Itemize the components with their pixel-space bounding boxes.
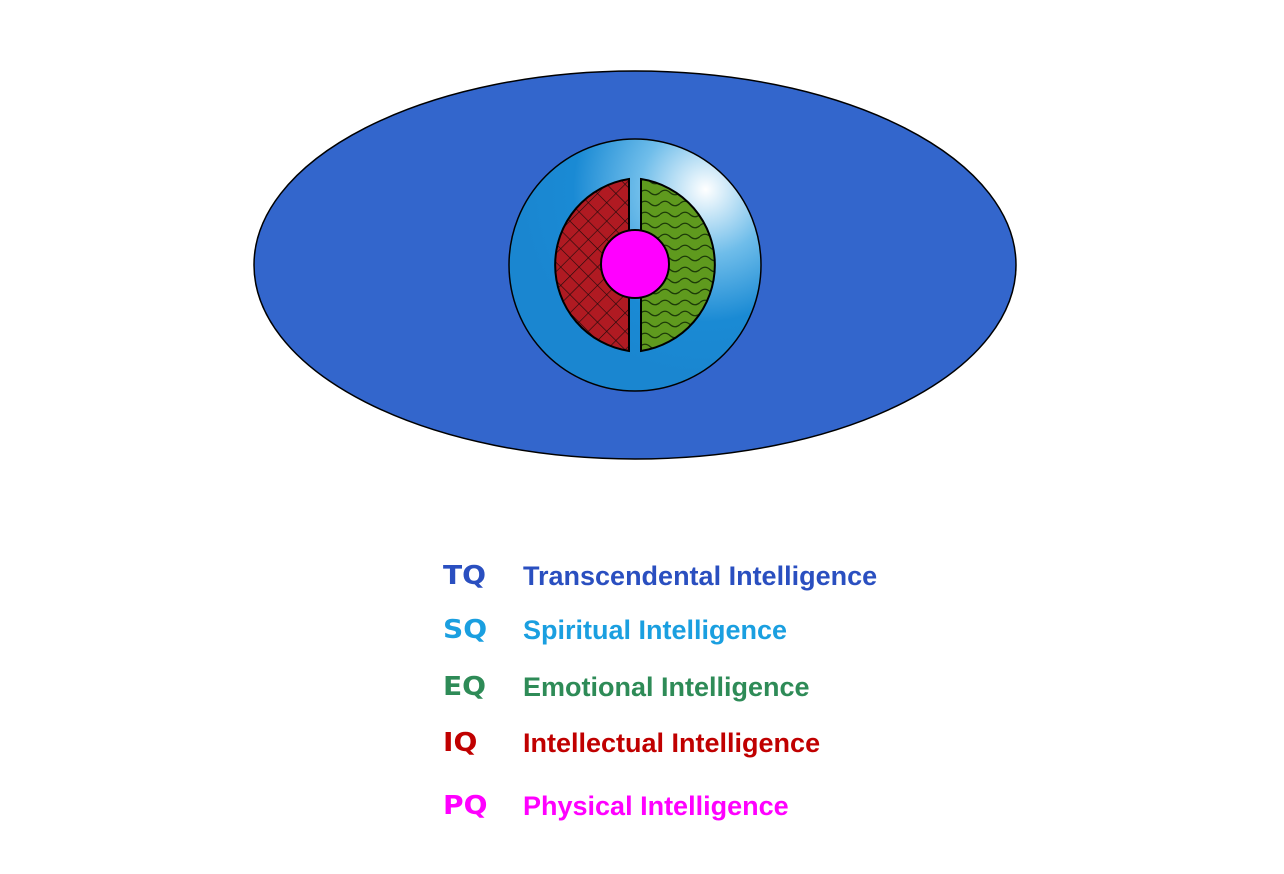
legend-abbr-sq: SQ [443,615,488,645]
legend-abbr-pq: PQ [443,791,488,821]
legend-row-tq: TQ Transcendental Intelligence [443,556,877,596]
legend-row-eq: EQ Emotional Intelligence [443,667,810,707]
eq-right-half [640,177,716,353]
legend-name-iq: Intellectual Intelligence [523,727,821,758]
legend-row-sq: SQ Spiritual Intelligence [443,610,787,650]
legend-name-sq: Spiritual Intelligence [523,614,788,645]
legend-row-pq: PQ Physical Intelligence [443,786,789,826]
legend-name-pq: Physical Intelligence [523,790,789,821]
legend-abbr-tq: TQ [443,561,487,591]
iq-left-half [554,177,630,353]
legend-row-iq: IQ Intellectual Intelligence [443,723,820,763]
legend-abbr-iq: IQ [443,728,478,758]
legend-abbr-eq: EQ [443,672,487,702]
legend-name-eq: Emotional Intelligence [523,671,810,702]
legend-name-tq: Transcendental Intelligence [523,560,878,591]
pq-core-circle [600,229,670,299]
